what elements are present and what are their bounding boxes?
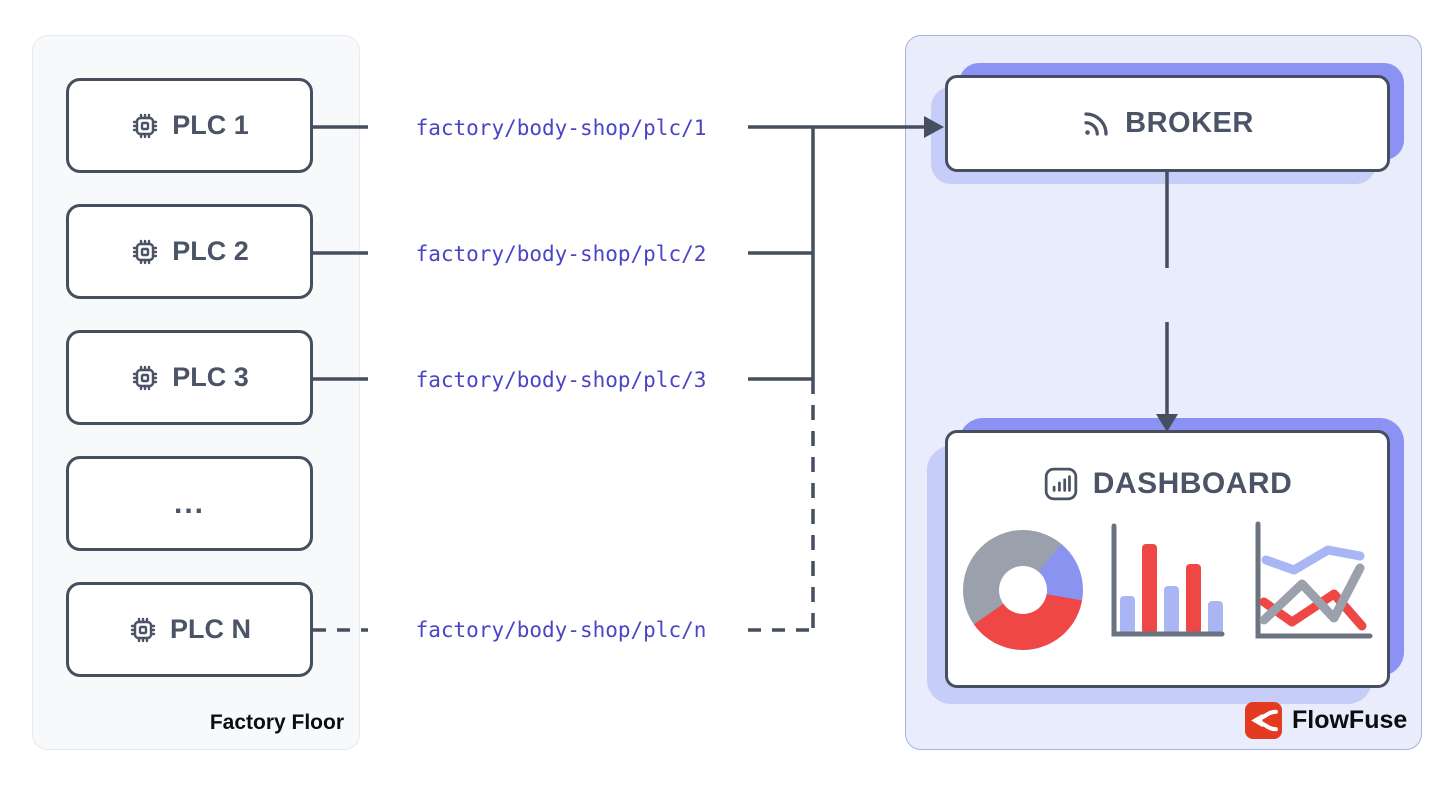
bar-3 <box>1164 586 1179 634</box>
cpu-icon <box>128 615 158 645</box>
flowfuse-brand: FlowFuse <box>1245 702 1407 739</box>
bar-chart <box>1111 523 1225 637</box>
factory-floor-label: Factory Floor <box>209 711 344 734</box>
plc-box-n: PLC N <box>66 582 313 677</box>
bar-5 <box>1208 601 1223 634</box>
bar-1 <box>1120 596 1135 634</box>
topic-label-plc-3: factory/body-shop/plc/3 <box>415 368 707 392</box>
plc-box-1: PLC 1 <box>66 78 313 173</box>
bar-chart-icon <box>1043 466 1079 502</box>
plc-box-ellipsis: ... <box>66 456 313 551</box>
cpu-icon <box>130 237 160 267</box>
flowfuse-brand-name: FlowFuse <box>1292 706 1408 734</box>
plc-label: PLC 3 <box>172 362 249 392</box>
topic-label-plc-2: factory/body-shop/plc/2 <box>415 242 707 266</box>
broker-label: BROKER <box>1125 107 1254 139</box>
donut-chart <box>963 530 1083 650</box>
rss-icon <box>1081 109 1111 139</box>
donut-hole <box>999 566 1047 614</box>
dashboard-label: DASHBOARD <box>1092 467 1293 500</box>
line-series-blue <box>1261 545 1365 575</box>
broker-box: BROKER <box>945 75 1390 172</box>
ellipsis-label: ... <box>173 486 205 520</box>
line-chart <box>1255 521 1373 639</box>
dashboard-title: DASHBOARD <box>945 466 1390 502</box>
line-series-gray <box>1259 563 1365 625</box>
cpu-icon <box>130 111 160 141</box>
topic-label-plc-1: factory/body-shop/plc/1 <box>415 116 707 140</box>
plc-label: PLC 1 <box>172 110 249 140</box>
plc-box-3: PLC 3 <box>66 330 313 425</box>
cpu-icon <box>130 363 160 393</box>
plc-box-2: PLC 2 <box>66 204 313 299</box>
flowfuse-logo-icon <box>1245 702 1282 739</box>
plc-label: PLC 2 <box>172 236 249 266</box>
bar-2 <box>1142 544 1157 634</box>
bar-4 <box>1186 564 1201 634</box>
plc-label: PLC N <box>170 614 251 644</box>
topic-label-plc-n: factory/body-shop/plc/n <box>415 618 707 642</box>
